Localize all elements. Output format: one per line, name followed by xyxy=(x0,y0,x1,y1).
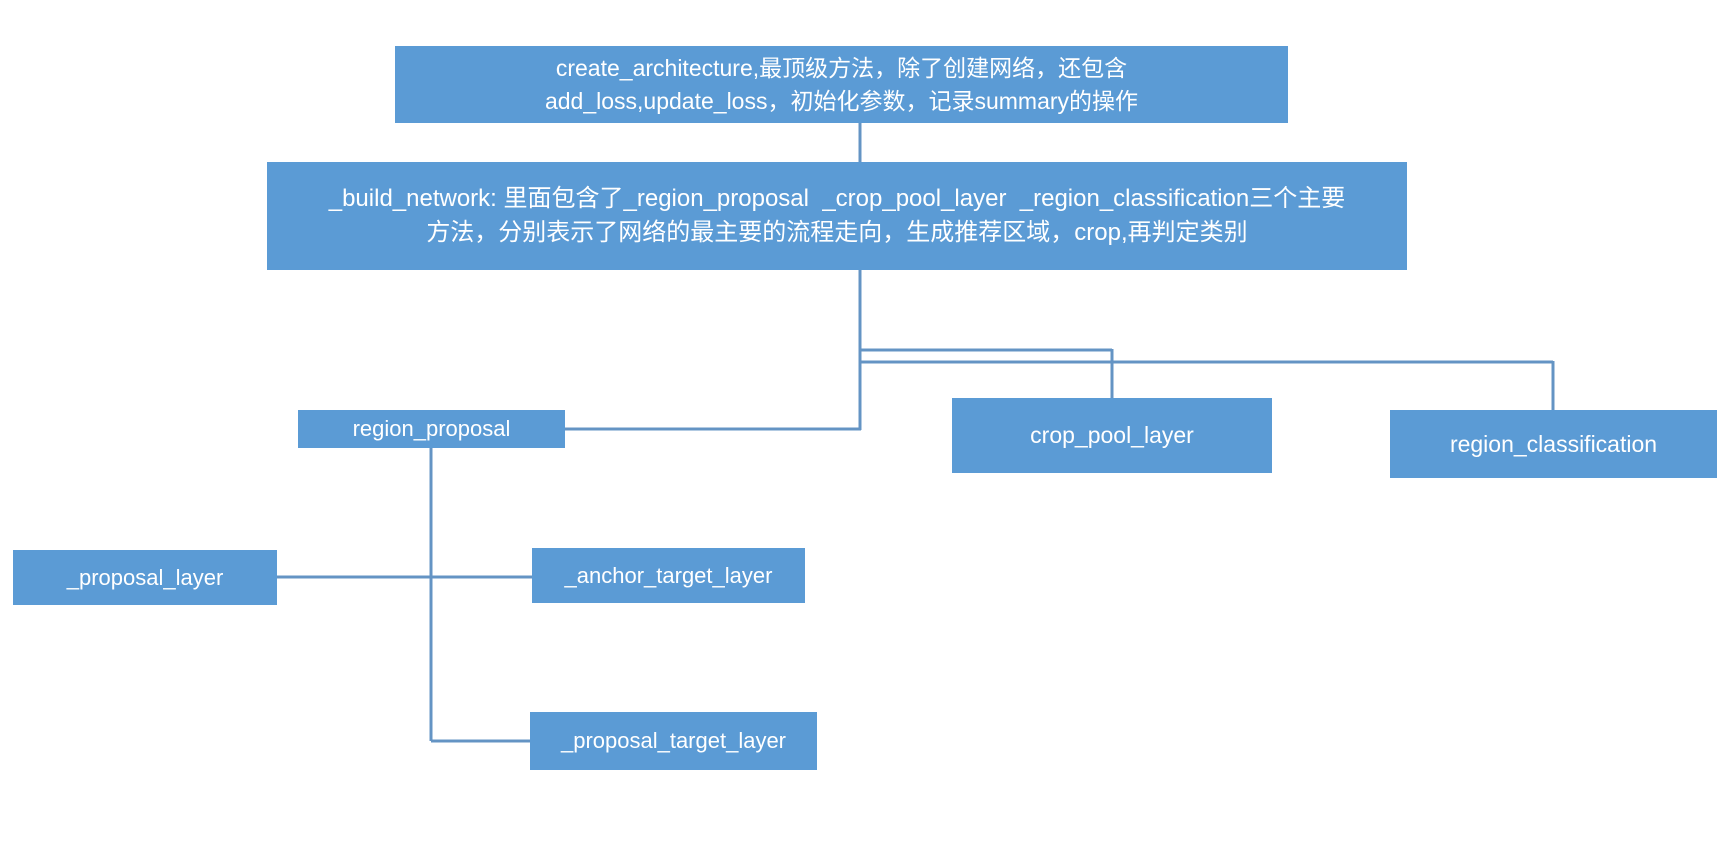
node-region-classification: region_classification xyxy=(1390,410,1717,478)
node-create-architecture-line2: add_loss,update_loss，初始化参数，记录summary的操作 xyxy=(544,87,1139,114)
node-proposal-layer-label: _proposal_layer xyxy=(66,564,224,590)
node-anchor-target-layer-label: _anchor_target_layer xyxy=(564,562,773,588)
node-build-network-line2: 方法，分别表示了网络的最主要的流程走向，生成推荐区域，crop,再判定类别 xyxy=(426,219,1248,246)
node-crop-pool-layer: crop_pool_layer xyxy=(952,398,1272,473)
node-crop-pool-layer-label: crop_pool_layer xyxy=(1030,422,1194,449)
node-region-proposal-label: region_proposal xyxy=(352,416,511,442)
node-proposal-layer: _proposal_layer xyxy=(13,550,277,605)
node-proposal-target-layer: _proposal_target_layer xyxy=(530,712,817,770)
node-create-architecture: create_architecture,最顶级方法，除了创建网络，还包含 add… xyxy=(395,46,1288,123)
node-build-network: _build_network: 里面包含了_region_proposal _c… xyxy=(267,162,1407,270)
node-proposal-target-layer-label: _proposal_target_layer xyxy=(560,728,787,754)
node-region-proposal: region_proposal xyxy=(298,410,565,448)
node-anchor-target-layer: _anchor_target_layer xyxy=(532,548,805,603)
node-region-classification-label: region_classification xyxy=(1449,430,1658,457)
node-create-architecture-line1: create_architecture,最顶级方法，除了创建网络，还包含 xyxy=(555,54,1128,81)
node-build-network-line1: _build_network: 里面包含了_region_proposal _c… xyxy=(328,184,1346,212)
